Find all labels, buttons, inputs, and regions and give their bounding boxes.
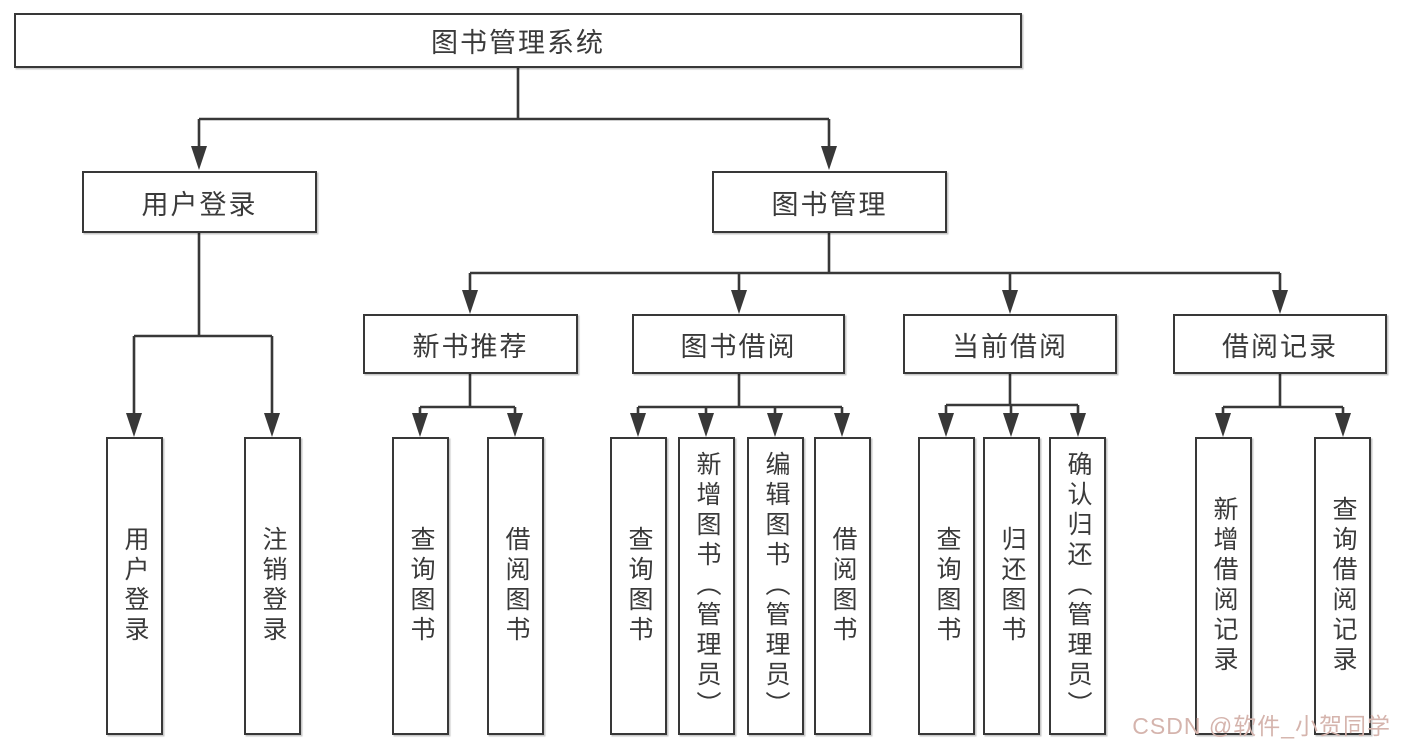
leaf-confirm-return-admin: 确认归还（管理员） [1049,437,1106,735]
leaf-confirm-return-admin-label: 确认归还（管理员） [1064,451,1092,721]
leaf-borrow-books-2-label: 借阅图书 [829,526,857,646]
leaf-logout: 注销登录 [244,437,301,735]
leaf-add-books-admin: 新增图书（管理员） [678,437,735,735]
leaf-user-login: 用户登录 [106,437,163,735]
node-book-management-label: 图书管理 [771,189,888,220]
leaf-add-borrow-record: 新增借阅记录 [1195,437,1252,735]
leaf-query-borrow-record-label: 查询借阅记录 [1329,496,1357,676]
leaf-query-books-2: 查询图书 [610,437,667,735]
leaf-borrow-books-1-label: 借阅图书 [502,526,530,646]
csdn-watermark: CSDN @软件_小贺同学 [1132,713,1391,739]
node-new-book-recommend: 新书推荐 [363,314,578,374]
leaf-edit-books-admin: 编辑图书（管理员） [747,437,804,735]
node-book-management: 图书管理 [712,171,947,233]
leaf-edit-books-admin-label: 编辑图书（管理员） [762,451,790,721]
node-book-borrow: 图书借阅 [632,314,845,374]
leaf-query-books-1-label: 查询图书 [407,526,435,646]
node-user-login-label: 用户登录 [141,189,258,220]
leaf-query-books-3: 查询图书 [918,437,975,735]
leaf-borrow-books-1: 借阅图书 [487,437,544,735]
leaf-borrow-books-2: 借阅图书 [814,437,871,735]
leaf-query-books-1: 查询图书 [392,437,449,735]
node-new-book-recommend-label: 新书推荐 [412,331,529,362]
node-user-login: 用户登录 [82,171,317,233]
leaf-user-login-label: 用户登录 [121,526,149,646]
leaf-logout-label: 注销登录 [259,526,287,646]
node-borrow-records-label: 借阅记录 [1222,331,1338,362]
node-current-borrow-label: 当前借阅 [952,331,1068,362]
leaf-add-borrow-record-label: 新增借阅记录 [1210,496,1238,676]
arrowheads [126,146,1351,437]
node-current-borrow: 当前借阅 [903,314,1117,374]
node-library-system: 图书管理系统 [14,13,1022,68]
leaf-return-books-label: 归还图书 [998,526,1026,646]
leaf-query-books-2-label: 查询图书 [625,526,653,646]
node-library-system-label: 图书管理系统 [431,28,605,58]
leaf-query-books-3-label: 查询图书 [933,526,961,646]
leaf-return-books: 归还图书 [983,437,1040,735]
leaf-query-borrow-record: 查询借阅记录 [1314,437,1371,735]
node-borrow-records: 借阅记录 [1173,314,1387,374]
node-book-borrow-label: 图书借阅 [680,331,797,362]
leaf-add-books-admin-label: 新增图书（管理员） [693,451,721,721]
